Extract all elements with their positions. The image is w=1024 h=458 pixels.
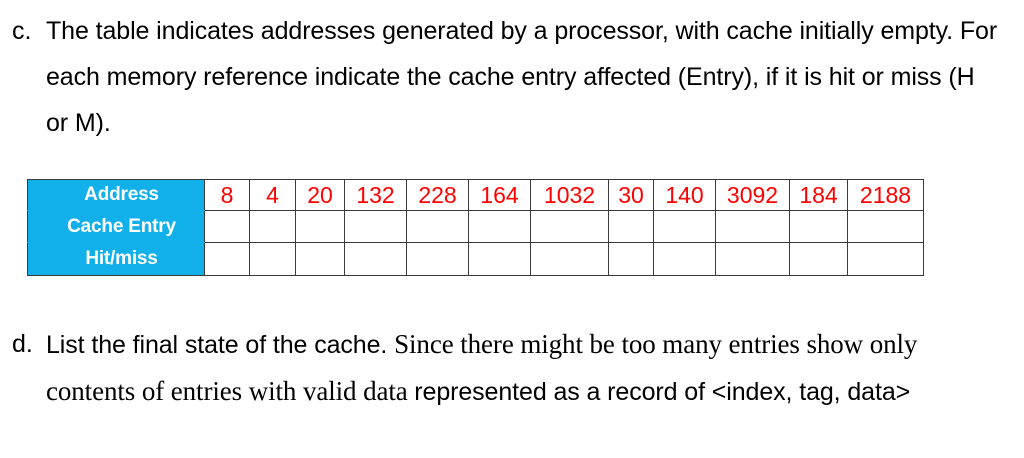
cache-entry-cell[interactable] [530,210,609,243]
cache-entry-cell[interactable] [789,210,848,243]
cache-entry-cell[interactable] [204,210,250,243]
address-cell: 20 [295,179,345,211]
address-cell: 164 [468,179,531,211]
cache-entry-cell[interactable] [608,210,654,243]
address-cell: 132 [344,179,407,211]
cache-entry-cell[interactable] [406,210,469,243]
hit-miss-cell[interactable] [295,242,345,276]
address-cell: 184 [789,179,848,211]
address-cell: 140 [653,179,716,211]
cache-entry-cell[interactable] [468,210,531,243]
table-row-cache-entry: Cache Entry [27,210,924,243]
question-d-text: List the final state of the cache. Since… [46,321,998,415]
address-cell: 30 [608,179,654,211]
hit-miss-cell[interactable] [204,242,250,276]
question-d: d. List the final state of the cache. Si… [0,321,1010,415]
cache-reference-table: Address 8 4 20 132 228 164 1032 30 140 3… [27,179,924,276]
cache-entry-cell[interactable] [249,210,296,243]
question-c: c. The table indicates addresses generat… [0,8,1010,146]
hit-miss-cell[interactable] [406,242,469,276]
hit-miss-cell[interactable] [847,242,924,276]
cache-entry-cell[interactable] [847,210,924,243]
cache-entry-cell[interactable] [295,210,345,243]
hit-miss-cell[interactable] [789,242,848,276]
cache-entry-cell[interactable] [653,210,716,243]
question-d-middle: Since there might be too many entries sh… [46,329,918,406]
question-d-lead: List the final state of the cache. [46,331,395,359]
hit-miss-cell[interactable] [715,242,790,276]
row-label-address: Address [27,179,205,211]
row-label-cache-entry: Cache Entry [27,210,205,243]
address-cell: 2188 [847,179,924,211]
question-c-text: The table indicates addresses generated … [46,17,998,137]
table-row-address: Address 8 4 20 132 228 164 1032 30 140 3… [27,179,924,211]
hit-miss-cell[interactable] [530,242,609,276]
address-cell: 4 [249,179,296,211]
hit-miss-cell[interactable] [344,242,407,276]
address-cell: 8 [204,179,250,211]
address-cell: 228 [406,179,469,211]
hit-miss-cell[interactable] [653,242,716,276]
address-cell: 1032 [530,179,609,211]
hit-miss-cell[interactable] [608,242,654,276]
cache-entry-cell[interactable] [715,210,790,243]
hit-miss-cell[interactable] [249,242,296,276]
hit-miss-cell[interactable] [468,242,531,276]
question-d-marker: d. [12,330,33,358]
table-row-hit-miss: Hit/miss [27,242,924,276]
address-cell: 3092 [715,179,790,211]
cache-entry-cell[interactable] [344,210,407,243]
row-label-hit-miss: Hit/miss [27,242,205,276]
question-d-tail: represented as a record of <index, tag, … [414,378,911,406]
question-c-marker: c. [12,17,32,45]
